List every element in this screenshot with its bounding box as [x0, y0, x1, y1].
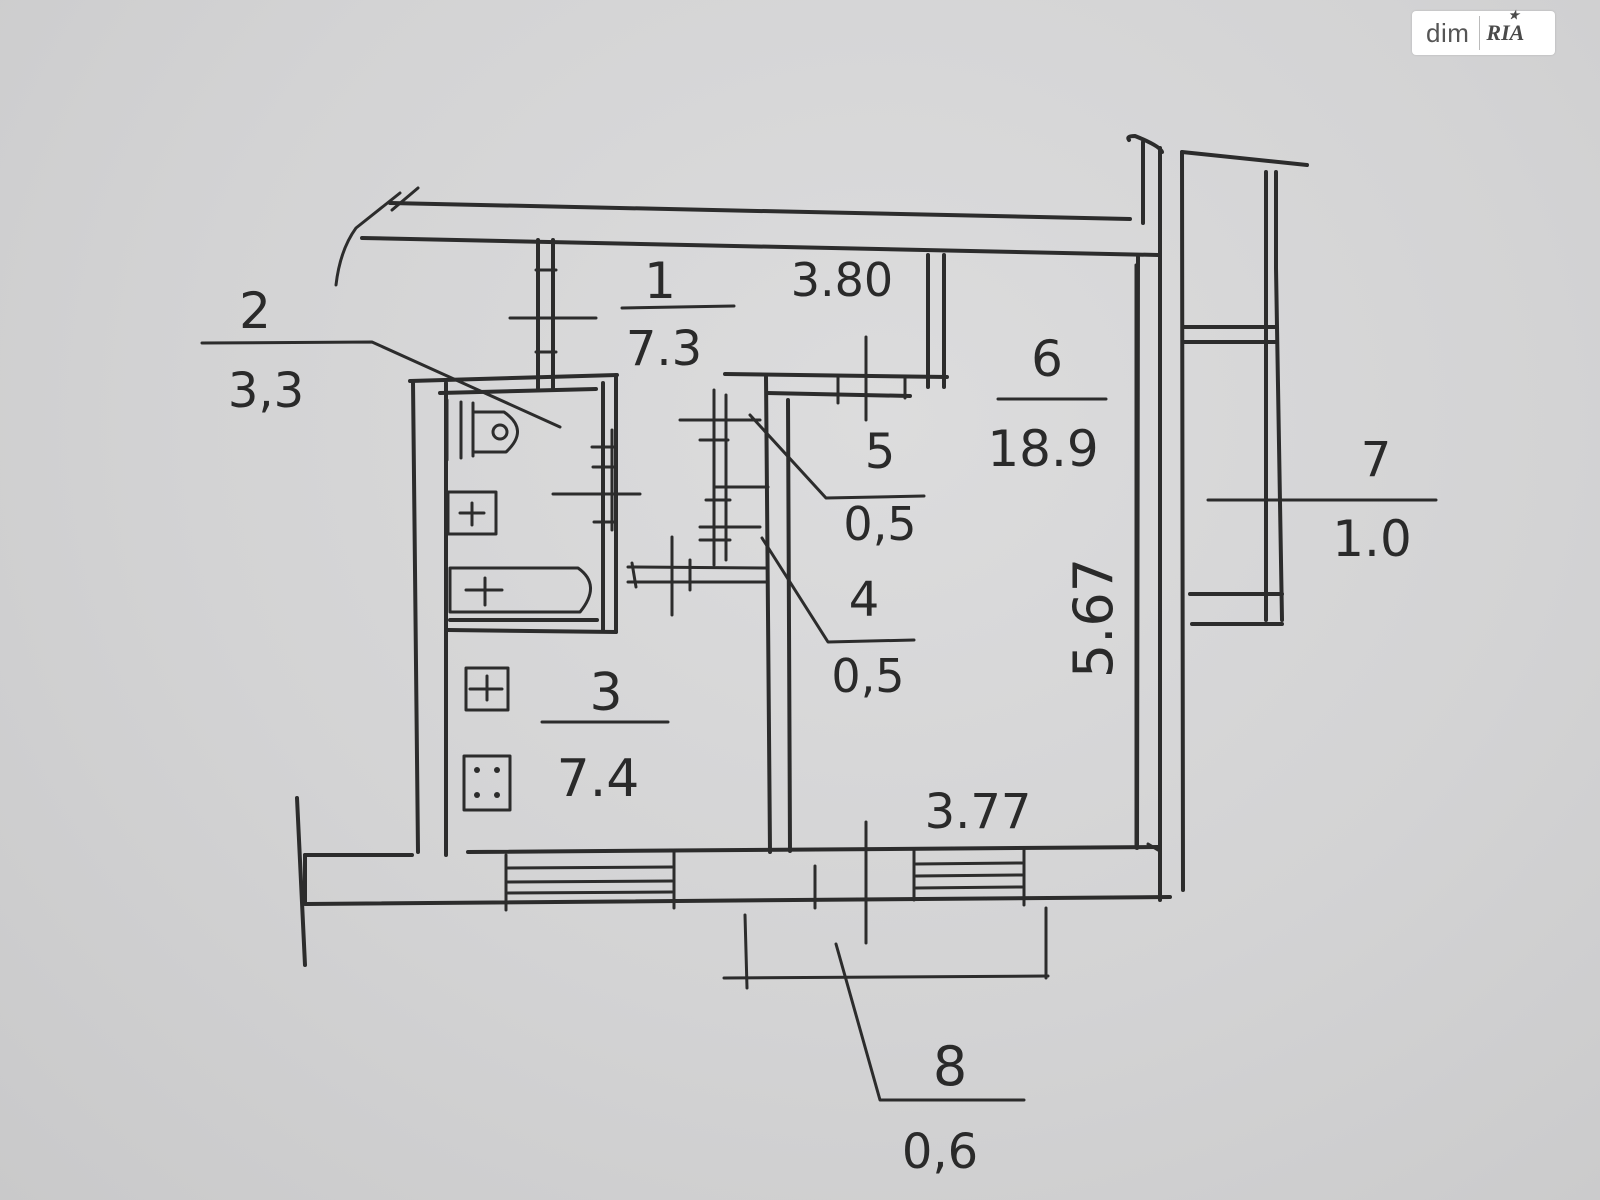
room-3-area: 7.4 [557, 749, 640, 809]
kitchen-sink-icon [464, 666, 510, 712]
watermark-sub-brand: RIA ★ [1486, 8, 1525, 46]
room-8-area: 0,6 [902, 1124, 978, 1180]
room-4-area: 0,5 [831, 649, 904, 703]
room-2-number: 2 [239, 282, 271, 340]
fixtures [445, 398, 592, 812]
toilet-icon [445, 398, 519, 462]
bathtub-icon [448, 566, 592, 614]
stove-icon [462, 754, 512, 812]
watermark-brand: dim [1426, 17, 1470, 48]
bottom-width-dimension: 3.77 [925, 784, 1032, 840]
walls [295, 134, 1309, 990]
dimria-watermark: dim RIA ★ [1412, 8, 1555, 55]
leader-lines [200, 304, 1438, 1102]
depth-dimension: 5.67 [1062, 558, 1125, 678]
watermark-divider [1479, 16, 1481, 50]
star-icon: ★ [1508, 8, 1520, 22]
room-7-area: 1.0 [1332, 510, 1412, 568]
room-7-number: 7 [1361, 432, 1392, 488]
room-1-number: 1 [644, 252, 676, 310]
room-5-area: 0,5 [843, 497, 916, 551]
room-6-number: 6 [1031, 330, 1063, 388]
room-5-number: 5 [865, 424, 896, 480]
room-6-area: 18.9 [987, 420, 1098, 478]
room-1-area: 7.3 [626, 321, 702, 377]
watermark-ria-text: RIA [1486, 20, 1525, 45]
room-8-number: 8 [933, 1035, 967, 1098]
top-width-dimension: 3.80 [791, 253, 893, 307]
room-3-number: 3 [589, 663, 622, 723]
room-4-number: 4 [849, 572, 880, 628]
sink-icon [446, 490, 498, 536]
room-2-area: 3,3 [228, 363, 304, 419]
labels: 1 7.3 3.80 2 3,3 6 18.9 5 0,5 4 0,5 7 1.… [228, 252, 1412, 1180]
